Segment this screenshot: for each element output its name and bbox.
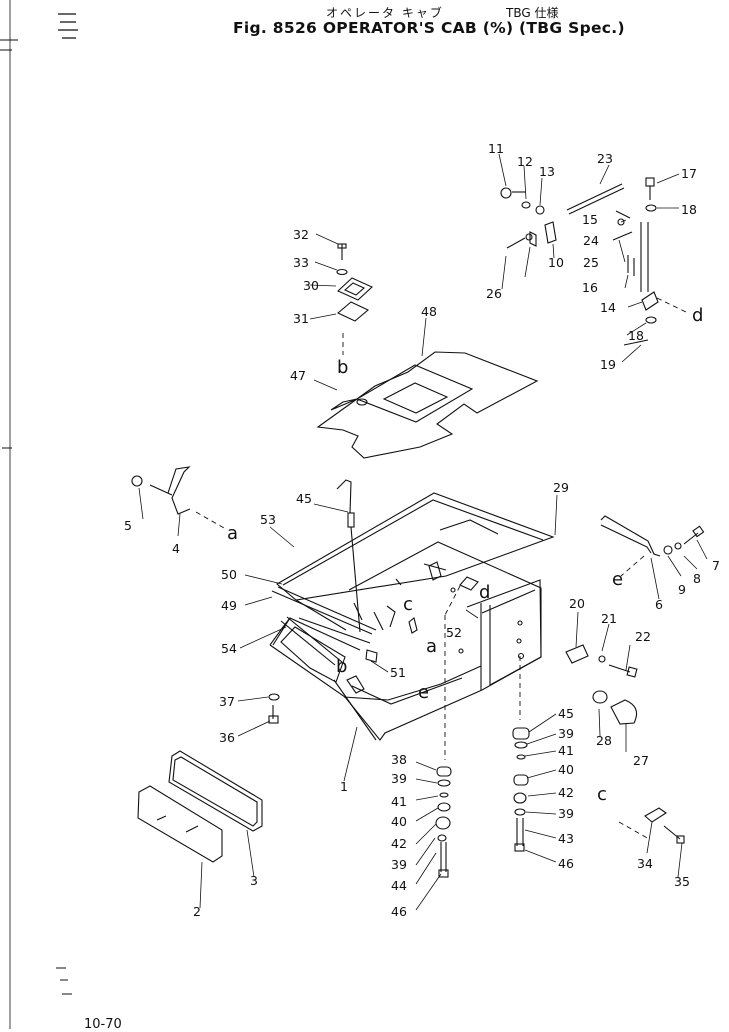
window-glass <box>137 750 263 863</box>
callout-36: 36 <box>219 730 235 745</box>
cushion-stack-right <box>512 727 530 852</box>
leader-lines <box>138 153 708 911</box>
callout-18: 18 <box>628 328 644 343</box>
cab-frame <box>269 492 555 741</box>
reference-letter-d: d <box>692 305 703 326</box>
callout-44: 44 <box>391 878 407 893</box>
reference-letter-a: a <box>227 523 238 544</box>
japanese-spec: TBG 仕様 <box>506 6 559 20</box>
figure-title: Fig. 8526 OPERATOR'S CAB (%) (TBG Spec.) <box>233 19 625 37</box>
callout-17: 17 <box>681 166 697 181</box>
callout-23: 23 <box>597 151 613 166</box>
callout-12: 12 <box>517 154 533 169</box>
floor-latch <box>644 807 685 844</box>
callout-30: 30 <box>303 278 319 293</box>
reference-letter-e: e <box>612 569 623 590</box>
side-rail <box>271 586 377 666</box>
callout-22: 22 <box>635 629 651 644</box>
reference-letters: a a b b c c d d e e <box>227 305 703 805</box>
reference-letter-d: d <box>479 582 490 603</box>
callout-15: 15 <box>582 212 598 227</box>
callout-1: 1 <box>340 779 348 794</box>
reference-letter-c: c <box>403 594 413 615</box>
callout-39: 39 <box>558 726 574 741</box>
callout-46: 46 <box>558 856 574 871</box>
latch-assembly <box>500 177 659 346</box>
page-footer-fragment: 10-70 <box>84 1017 122 1032</box>
callout-35: 35 <box>674 874 690 889</box>
callout-8: 8 <box>693 571 701 586</box>
cover-plates <box>336 243 373 322</box>
callout-2: 2 <box>193 904 201 919</box>
callout-16: 16 <box>582 280 598 295</box>
callout-39: 39 <box>558 806 574 821</box>
reference-letter-e: e <box>418 682 429 703</box>
callout-42: 42 <box>558 785 574 800</box>
callout-40: 40 <box>391 814 407 829</box>
callout-39: 39 <box>391 857 407 872</box>
callout-48: 48 <box>421 304 437 319</box>
handle-bracket <box>131 466 191 515</box>
callout-51: 51 <box>390 665 406 680</box>
callout-18: 18 <box>681 202 697 217</box>
reference-letter-a: a <box>426 636 437 657</box>
reference-letter-b: b <box>336 656 347 677</box>
callout-27: 27 <box>633 753 649 768</box>
callout-20: 20 <box>569 596 585 611</box>
callout-45: 45 <box>296 491 312 506</box>
floor-bolt <box>268 693 280 724</box>
cushion-stack-center <box>435 766 452 878</box>
callout-11: 11 <box>488 141 504 156</box>
callout-34: 34 <box>637 856 653 871</box>
antenna <box>336 479 361 633</box>
callout-39: 39 <box>391 771 407 786</box>
callout-50: 50 <box>221 567 237 582</box>
callout-41: 41 <box>558 743 574 758</box>
callout-47: 47 <box>290 368 306 383</box>
callout-31: 31 <box>293 311 309 326</box>
callout-26: 26 <box>486 286 502 301</box>
guide-lines <box>195 297 689 840</box>
right-knob-parts <box>565 644 638 725</box>
callout-45: 45 <box>558 706 574 721</box>
callout-28: 28 <box>596 733 612 748</box>
callout-10: 10 <box>548 255 564 270</box>
callout-21: 21 <box>601 611 617 626</box>
callout-5: 5 <box>124 518 132 533</box>
callout-37: 37 <box>219 694 235 709</box>
right-handle <box>600 515 705 557</box>
reference-letter-c: c <box>597 784 607 805</box>
callout-numbers: 1234567891011121314151617181819202122232… <box>124 141 720 919</box>
callout-54: 54 <box>221 641 237 656</box>
callout-52: 52 <box>446 625 462 640</box>
callout-14: 14 <box>600 300 616 315</box>
callout-19: 19 <box>600 357 616 372</box>
callout-40: 40 <box>558 762 574 777</box>
scan-edge-marks <box>0 0 78 1029</box>
reference-letter-b: b <box>337 357 348 378</box>
floor-mat <box>316 351 539 459</box>
callout-4: 4 <box>172 541 180 556</box>
callout-42: 42 <box>391 836 407 851</box>
callout-29: 29 <box>553 480 569 495</box>
callout-9: 9 <box>678 582 686 597</box>
japanese-title: オペレータ キャブ <box>326 6 444 20</box>
callout-41: 41 <box>391 794 407 809</box>
callout-7: 7 <box>712 558 720 573</box>
callout-13: 13 <box>539 164 555 179</box>
callout-43: 43 <box>558 831 574 846</box>
callout-25: 25 <box>583 255 599 270</box>
callout-49: 49 <box>221 598 237 613</box>
callout-46: 46 <box>391 904 407 919</box>
callout-24: 24 <box>583 233 599 248</box>
callout-33: 33 <box>293 255 309 270</box>
callout-38: 38 <box>391 752 407 767</box>
callout-3: 3 <box>250 873 258 888</box>
callout-6: 6 <box>655 597 663 612</box>
callout-32: 32 <box>293 227 309 242</box>
callout-53: 53 <box>260 512 276 527</box>
